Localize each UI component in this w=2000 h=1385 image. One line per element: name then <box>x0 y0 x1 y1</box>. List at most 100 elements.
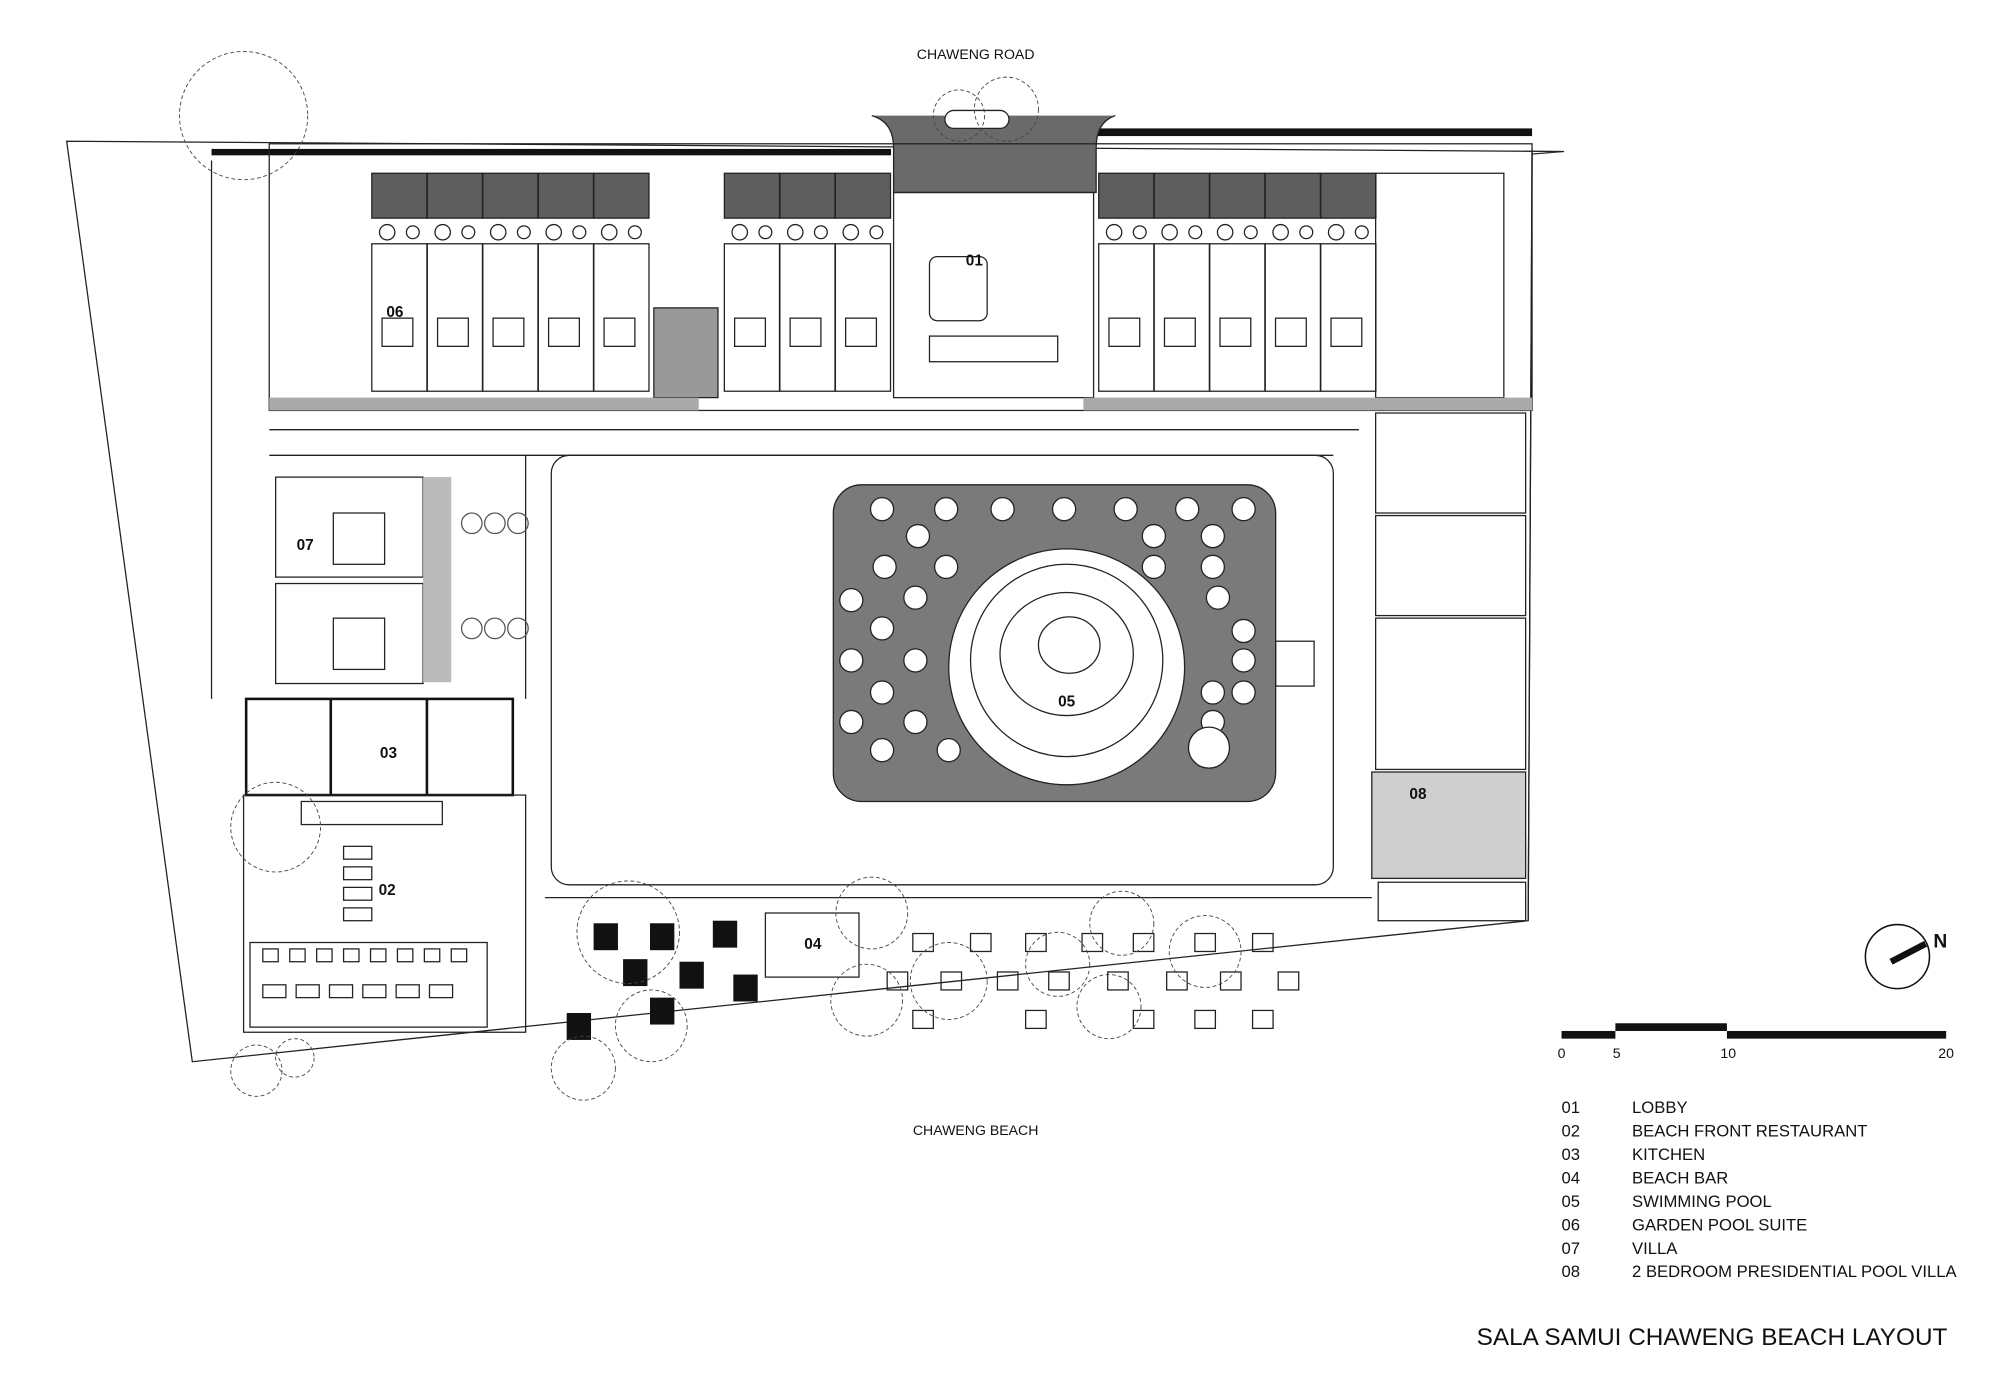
restaurant-bar-counter <box>300 800 443 826</box>
beach-loungers <box>886 932 1300 1030</box>
tree-canopy <box>576 880 680 984</box>
unit-bed <box>789 317 822 347</box>
table <box>369 948 387 963</box>
tree-canopy <box>1025 931 1091 997</box>
unit-bed <box>492 317 525 347</box>
unit-tub <box>758 225 773 240</box>
umbrella <box>839 588 864 613</box>
lounger <box>1194 1009 1217 1030</box>
villa-unit <box>275 582 424 685</box>
table <box>396 948 414 963</box>
unit-tub <box>405 225 420 240</box>
tree-canopy <box>973 76 1039 142</box>
swimming-pool <box>948 548 1186 786</box>
legend-name: 2 BEDROOM PRESIDENTIAL POOL VILLA <box>1632 1262 1957 1281</box>
tree-canopy <box>275 1038 315 1078</box>
legend-code: 07 <box>1562 1239 1581 1258</box>
umbrella <box>905 523 931 549</box>
tree-canopy <box>1168 915 1242 988</box>
cabana <box>623 959 648 987</box>
guest-units <box>371 172 1377 392</box>
shrub <box>507 617 529 640</box>
beach-cabanas <box>566 920 758 1040</box>
hatched-strip-west <box>269 397 699 411</box>
tree-canopy <box>835 876 909 950</box>
garden-lawn <box>550 454 1334 886</box>
unit-room <box>834 243 892 392</box>
tag-restaurant: 02 <box>379 882 396 899</box>
table <box>342 907 373 922</box>
unit-tub <box>1188 225 1203 240</box>
table <box>316 948 333 963</box>
umbrella <box>869 738 895 763</box>
north-arrow: N <box>1864 923 1947 990</box>
lobby <box>892 191 1095 399</box>
unit-bed <box>381 317 414 347</box>
table <box>262 948 279 963</box>
unit-tub <box>572 225 587 240</box>
unit-bed <box>547 317 580 347</box>
umbrella <box>1175 496 1200 522</box>
legend-name: LOBBY <box>1632 1098 1688 1117</box>
cabana <box>679 961 704 989</box>
cabana <box>650 997 675 1025</box>
umbrella <box>1200 554 1225 580</box>
tag-kitchen: 03 <box>380 745 397 762</box>
lobby-lounge <box>928 255 988 322</box>
presidential-villa-deck <box>1371 771 1527 880</box>
pool-ring <box>969 563 1164 758</box>
unit-tub <box>1161 223 1178 241</box>
unit-bed <box>1330 317 1363 347</box>
unit-pool <box>371 172 428 219</box>
unit-bed <box>1108 317 1141 347</box>
lounger <box>1166 971 1188 991</box>
villa-east-suite <box>1375 617 1527 771</box>
restaurant-terrace <box>249 941 488 1028</box>
legend-code: 04 <box>1562 1168 1581 1187</box>
umbrella <box>1231 648 1256 673</box>
umbrella <box>869 496 895 522</box>
unit-pool <box>1098 172 1155 219</box>
plan-title: SALA SAMUI CHAWENG BEACH LAYOUT <box>1477 1324 1948 1351</box>
lounger <box>1048 971 1070 991</box>
north-arrow-circle <box>1864 923 1931 990</box>
unit-pool <box>426 172 484 219</box>
road-wall-west <box>211 148 892 156</box>
umbrella <box>1231 618 1256 644</box>
road-label: CHAWENG ROAD <box>917 46 1035 62</box>
service-block-east <box>1375 172 1505 399</box>
unit-pool <box>723 172 781 219</box>
table <box>262 984 287 999</box>
unit-tub <box>378 223 396 241</box>
umbrella <box>1231 680 1256 705</box>
tag-presidential-villa: 08 <box>1409 786 1427 803</box>
villa-hatch <box>423 477 452 683</box>
table <box>289 948 306 963</box>
unit-tub <box>545 223 563 241</box>
scale-tick: 5 <box>1613 1045 1621 1061</box>
lounger <box>1132 932 1155 953</box>
tree-canopy <box>550 1035 616 1101</box>
unit-tub <box>1132 225 1147 240</box>
scale-segment <box>1726 1030 1947 1039</box>
unit-pool <box>834 172 892 219</box>
scale-bar: 0 5 10 20 <box>1558 1023 1954 1061</box>
scale-tick: 10 <box>1720 1045 1736 1061</box>
unit-tub <box>1105 223 1123 241</box>
unit-pool <box>593 172 650 219</box>
table <box>428 984 454 999</box>
unit-tub <box>786 223 804 241</box>
unit-pool <box>1209 172 1266 219</box>
unit-bed <box>733 317 767 347</box>
table <box>450 948 468 963</box>
pool-center <box>1037 616 1101 674</box>
shrub <box>507 512 529 535</box>
umbrella <box>869 616 895 641</box>
tree-canopy <box>230 781 321 873</box>
north-label: N <box>1933 932 1947 953</box>
lounger <box>886 971 909 991</box>
villa-bed <box>332 512 386 565</box>
lounger <box>940 971 963 991</box>
umbrella <box>839 709 864 735</box>
